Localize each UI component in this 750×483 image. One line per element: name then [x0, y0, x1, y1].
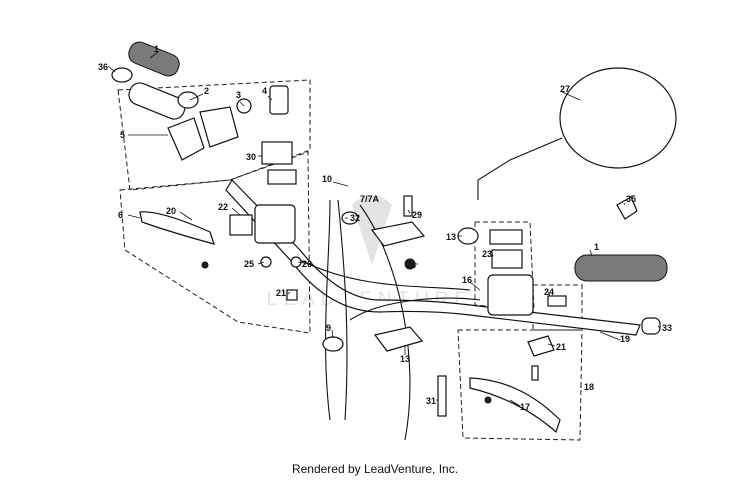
master-cylinder-group-box: [474, 221, 535, 311]
callout-label: 28: [406, 260, 416, 270]
callout-label: 19: [620, 334, 630, 344]
lever-nut-right: [484, 396, 492, 404]
callout-label: 2: [204, 86, 209, 96]
callout-label: 13: [400, 354, 410, 364]
choke-cable: [299, 259, 471, 291]
clutch-lever-assembly: [139, 204, 302, 301]
mirror-assembly: [457, 67, 677, 245]
callout-label: 21: [556, 342, 566, 352]
throttle-tube: [128, 82, 186, 120]
callout-label: 18: [584, 382, 594, 392]
callout-label: 29: [412, 210, 422, 220]
mirror-head: [559, 67, 677, 169]
callout-label: 22: [218, 202, 228, 212]
callout-label: 1: [154, 44, 159, 54]
throttle-cable-b: [337, 199, 348, 421]
callout-label: 6: [118, 210, 123, 220]
throttle-cover: [269, 85, 289, 115]
clip-35: [616, 196, 638, 220]
switch-cover: [261, 141, 293, 165]
reservoir-cap: [489, 229, 523, 245]
bracket-31: [437, 375, 447, 417]
left-grip: [128, 41, 180, 77]
leader-lines: [107, 51, 661, 407]
callout-label: 17: [520, 402, 530, 412]
adjuster: [260, 256, 272, 268]
brake-lever: [469, 377, 561, 434]
callout-labels: 1 36 2 3 4 5 30 27 10 7/7A 35 6 20 22 32…: [98, 44, 672, 412]
callout-label: 24: [544, 287, 554, 297]
callout-label: 16: [462, 275, 472, 285]
left-grip-assembly: [111, 41, 297, 185]
handlebar-clamp-upper: [370, 221, 426, 247]
clamp-small: [286, 289, 298, 301]
lever-nut: [201, 261, 209, 269]
callout-label: 25: [244, 259, 254, 269]
throttle-housing-lower: [167, 117, 205, 161]
callout-label: 36: [98, 62, 108, 72]
callout-label: 3: [236, 90, 241, 100]
cable-adjuster: [290, 256, 302, 268]
throttle-housing-upper: [199, 106, 239, 148]
throttle-washer: [177, 91, 199, 109]
clutch-perch-body: [254, 204, 296, 244]
clutch-cable: [359, 204, 411, 441]
callout-label: 13: [446, 232, 456, 242]
switch-group-box: [532, 284, 583, 331]
clutch-perch: [229, 214, 253, 236]
kill-switch: [341, 211, 359, 225]
bar-end: [641, 317, 661, 335]
callout-label: 35: [626, 194, 636, 204]
callout-label: 26: [302, 259, 312, 269]
brake-lever-group-box: [457, 329, 583, 441]
callout-label: 33: [662, 323, 672, 333]
master-cylinder-body: [487, 274, 534, 316]
lever-bolt: [531, 365, 539, 381]
switch-24: [547, 295, 567, 307]
callout-label: 27: [560, 84, 570, 94]
callout-label: 31: [426, 396, 436, 406]
master-cylinder: [491, 249, 523, 269]
switch-plate: [267, 169, 297, 185]
callout-label: 5: [120, 130, 125, 140]
grip-end-cap: [111, 67, 133, 83]
right-control-assembly: [437, 196, 668, 434]
mirror-stem: [477, 137, 563, 200]
handlebar: [225, 179, 641, 336]
right-grip: [574, 254, 668, 282]
bolt-29: [403, 195, 413, 217]
callout-label: 20: [166, 206, 176, 216]
callout-label: 32: [350, 213, 360, 223]
callout-label: 10: [322, 174, 332, 184]
handlebar-clamp-lower: [373, 326, 424, 352]
mirror-mount: [322, 336, 344, 352]
callout-label: 30: [246, 152, 256, 162]
callout-label: 1: [594, 242, 599, 252]
throttle-cable-a: [325, 199, 331, 421]
callout-label: 23: [482, 249, 492, 259]
callout-label: 7/7A: [360, 194, 380, 204]
render-credit: Rendered by LeadVenture, Inc.: [291, 462, 459, 476]
callout-label: 4: [262, 86, 267, 96]
throttle-group-box: [117, 79, 311, 191]
brake-line: [349, 297, 481, 321]
callout-label: 9: [326, 323, 331, 333]
callout-label: 21: [276, 288, 286, 298]
clamp-21-right: [527, 335, 555, 357]
clutch-lever: [139, 211, 215, 245]
